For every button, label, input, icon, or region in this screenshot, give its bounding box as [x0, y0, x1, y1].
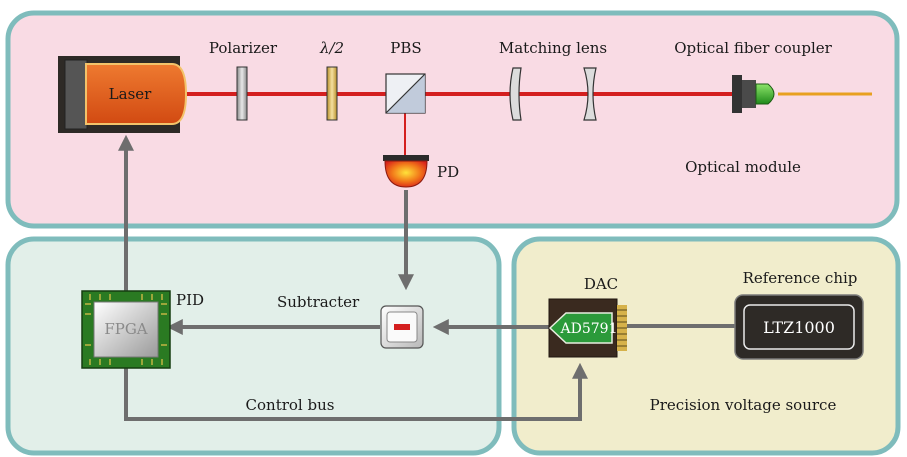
- matching-lens: Matching lens: [499, 39, 607, 121]
- fpga-label: FPGA: [104, 320, 147, 338]
- control-bus-label: Control bus: [246, 396, 335, 414]
- pbs-label: PBS: [390, 39, 421, 57]
- control-bus-line: [124, 362, 588, 421]
- half-wave-label: λ/2: [319, 39, 344, 57]
- matching-lens-label: Matching lens: [499, 39, 607, 57]
- half-wave-plate: λ/2: [319, 39, 344, 121]
- pd-label: PD: [437, 163, 459, 181]
- optical-module-panel: [5, 10, 900, 229]
- laser-label: Laser: [109, 85, 152, 103]
- pid-label: PID: [176, 291, 204, 309]
- precision-voltage-source-label: Precision voltage source: [650, 396, 837, 414]
- subtracter-label: Subtracter: [277, 293, 360, 311]
- ad5791-label: AD5791: [560, 321, 618, 337]
- polarizer: Polarizer: [209, 39, 278, 121]
- reference-chip: LTZ1000: [734, 294, 864, 360]
- laser-unit: Laser: [58, 56, 188, 133]
- fiber-coupler: Optical fiber coupler: [674, 39, 833, 113]
- optical-module-label: Optical module: [685, 158, 801, 176]
- voltage-source-panel: [511, 236, 901, 456]
- reference-chip-label: Reference chip: [743, 269, 858, 287]
- photodiode: PD: [383, 155, 459, 188]
- fiber-coupler-label: Optical fiber coupler: [674, 39, 832, 57]
- pbs-cube: PBS: [385, 39, 426, 114]
- polarizer-label: Polarizer: [209, 39, 278, 57]
- dac-label: DAC: [584, 275, 618, 293]
- subtracter: [380, 305, 424, 349]
- dac-chip: AD5791: [548, 298, 627, 358]
- fpga-chip: FPGA: [81, 290, 171, 369]
- ltz1000-label: LTZ1000: [763, 318, 835, 337]
